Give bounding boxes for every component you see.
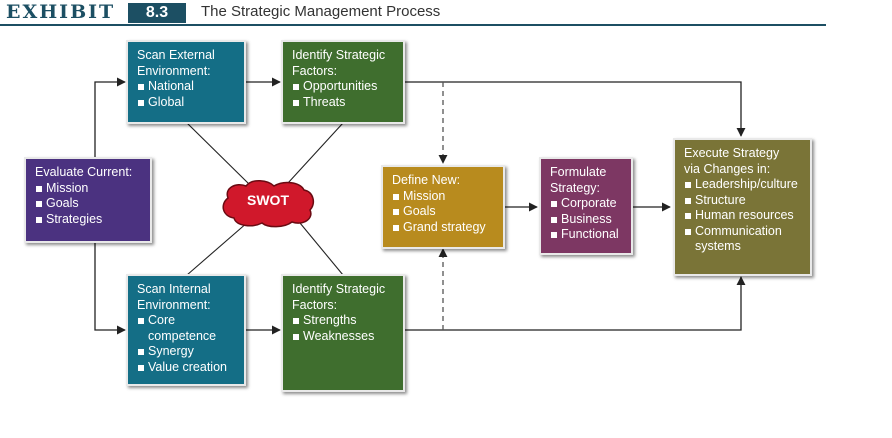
formulate-item: Corporate — [550, 196, 622, 212]
arrow-opportunities-to-execute — [404, 81, 746, 137]
arrow-strengths-to-execute — [404, 276, 746, 331]
formulate-item: Business — [550, 212, 622, 228]
execute-item: Leadership/culture — [684, 177, 801, 193]
identify-internal-item: Strengths — [292, 313, 394, 329]
formulate-title: Formulate Strategy: — [550, 165, 607, 195]
execute-item-continuation: systems — [695, 239, 741, 253]
identify-internal-factors-box: Identify Strategic Factors: Strengths We… — [281, 274, 405, 392]
exhibit-label: EXHIBIT — [6, 1, 116, 23]
evaluate-item: Strategies — [35, 212, 141, 228]
identify-internal-title: Identify Strategic Factors: — [292, 282, 386, 312]
scan-external-item: National — [137, 79, 235, 95]
identify-external-factors-box: Identify Strategic Factors: Opportunitie… — [281, 40, 405, 124]
swot-cloud-shape — [222, 180, 315, 228]
scan-internal-item: Value creation — [137, 360, 235, 376]
scan-internal-title: Scan Internal Environment: — [137, 282, 211, 312]
swot-line-bottom-left — [186, 221, 249, 276]
scan-internal-item-continuation: competence — [148, 328, 217, 343]
formulate-item: Functional — [550, 227, 622, 243]
execute-item: Structure — [684, 193, 801, 209]
arrow-evaluate-to-scan-internal — [94, 242, 126, 335]
swot-line-top-left — [186, 122, 251, 186]
swot-label: SWOT — [247, 192, 289, 208]
arrow-evaluate-to-scan-external — [94, 77, 126, 158]
swot-line-bottom-right — [299, 222, 344, 276]
identify-external-item: Threats — [292, 95, 394, 111]
scan-external-title: Scan External Environment: — [137, 48, 215, 78]
execute-item: Communication — [684, 224, 801, 240]
swot-line-top-right — [287, 122, 344, 184]
evaluate-current-box: Evaluate Current: Mission Goals Strategi… — [24, 157, 152, 243]
exhibit-header: EXHIBIT 8.3 The Strategic Management Pro… — [0, 0, 892, 26]
evaluate-title: Evaluate Current: — [35, 165, 133, 179]
identify-external-item: Opportunities — [292, 79, 394, 95]
define-title: Define New: — [392, 173, 461, 187]
identify-external-title: Identify Strategic Factors: — [292, 48, 386, 78]
identify-internal-item: Weaknesses — [292, 329, 394, 345]
execute-strategy-box: Execute Strategy via Changes in: Leaders… — [673, 138, 812, 276]
evaluate-item: Mission — [35, 181, 141, 197]
exhibit-title: The Strategic Management Process — [201, 3, 441, 20]
define-new-box: Define New: Mission Goals Grand strategy — [381, 165, 505, 249]
execute-title: Execute Strategy via Changes in: — [684, 146, 780, 176]
scan-external-box: Scan External Environment: National Glob… — [126, 40, 246, 124]
define-item: Grand strategy — [392, 220, 494, 236]
exhibit-number-badge: 8.3 — [128, 3, 186, 23]
header-rule — [0, 24, 826, 26]
scan-internal-item: Core — [137, 313, 235, 329]
scan-internal-item: Synergy — [137, 344, 235, 360]
define-item: Goals — [392, 204, 494, 220]
scan-external-item: Global — [137, 95, 235, 111]
evaluate-item: Goals — [35, 196, 141, 212]
formulate-strategy-box: Formulate Strategy: Corporate Business F… — [539, 157, 633, 255]
execute-item: Human resources — [684, 208, 801, 224]
define-item: Mission — [392, 189, 494, 205]
scan-internal-box: Scan Internal Environment: Core competen… — [126, 274, 246, 386]
